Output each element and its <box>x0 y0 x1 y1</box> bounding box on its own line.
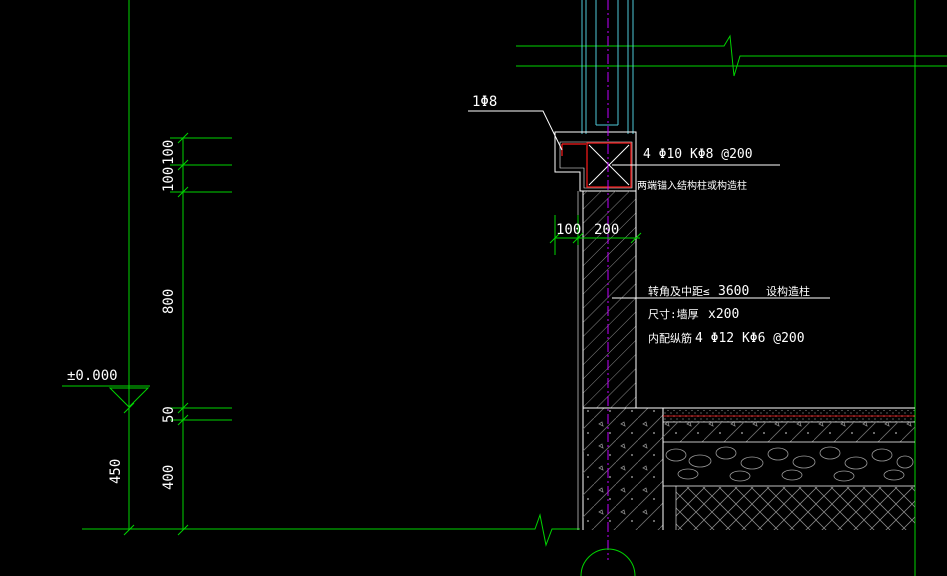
rebar-tag: 1Φ8 <box>472 94 497 110</box>
rebar-tag-leader <box>468 110 563 151</box>
column-spacing: 3600 <box>718 284 749 299</box>
beam-anchor-note: 两端锚入结构柱或构造柱 <box>637 179 747 192</box>
axis-bubble <box>580 548 636 576</box>
size-value: x200 <box>708 307 739 322</box>
size-label: 尺寸:墙厚 <box>648 307 699 321</box>
wall-width-dimension <box>549 215 642 255</box>
dim-450: 450 <box>108 459 124 484</box>
wall-width-right: 200 <box>594 222 619 238</box>
dimension-system-left <box>62 0 232 536</box>
top-break-lines <box>516 34 947 77</box>
elevation-label: ±0.000 <box>67 368 118 384</box>
wall-body <box>577 191 637 530</box>
dim-400: 400 <box>161 465 177 490</box>
column-above <box>581 0 634 134</box>
wall-width-left: 100 <box>556 222 581 238</box>
foundation <box>583 407 915 530</box>
dim-50: 50 <box>161 406 177 423</box>
column-set-label: 设构造柱 <box>766 284 810 298</box>
ring-beam <box>554 131 637 192</box>
elevation-marker <box>108 387 150 408</box>
inner-rebar-label: 内配纵筋 <box>648 331 692 345</box>
dim-100-upper: 100 <box>161 140 177 165</box>
ground-line <box>82 513 580 547</box>
gravel-layer <box>665 446 914 482</box>
beam-rebar-label: 4 Φ10 KΦ8 @200 <box>643 147 753 162</box>
dim-800: 800 <box>161 289 177 314</box>
dim-100-lower: 100 <box>161 167 177 192</box>
inner-rebar-value: 4 Φ12 KΦ6 @200 <box>695 331 805 346</box>
column-note: 转角及中距≤ <box>648 284 710 298</box>
